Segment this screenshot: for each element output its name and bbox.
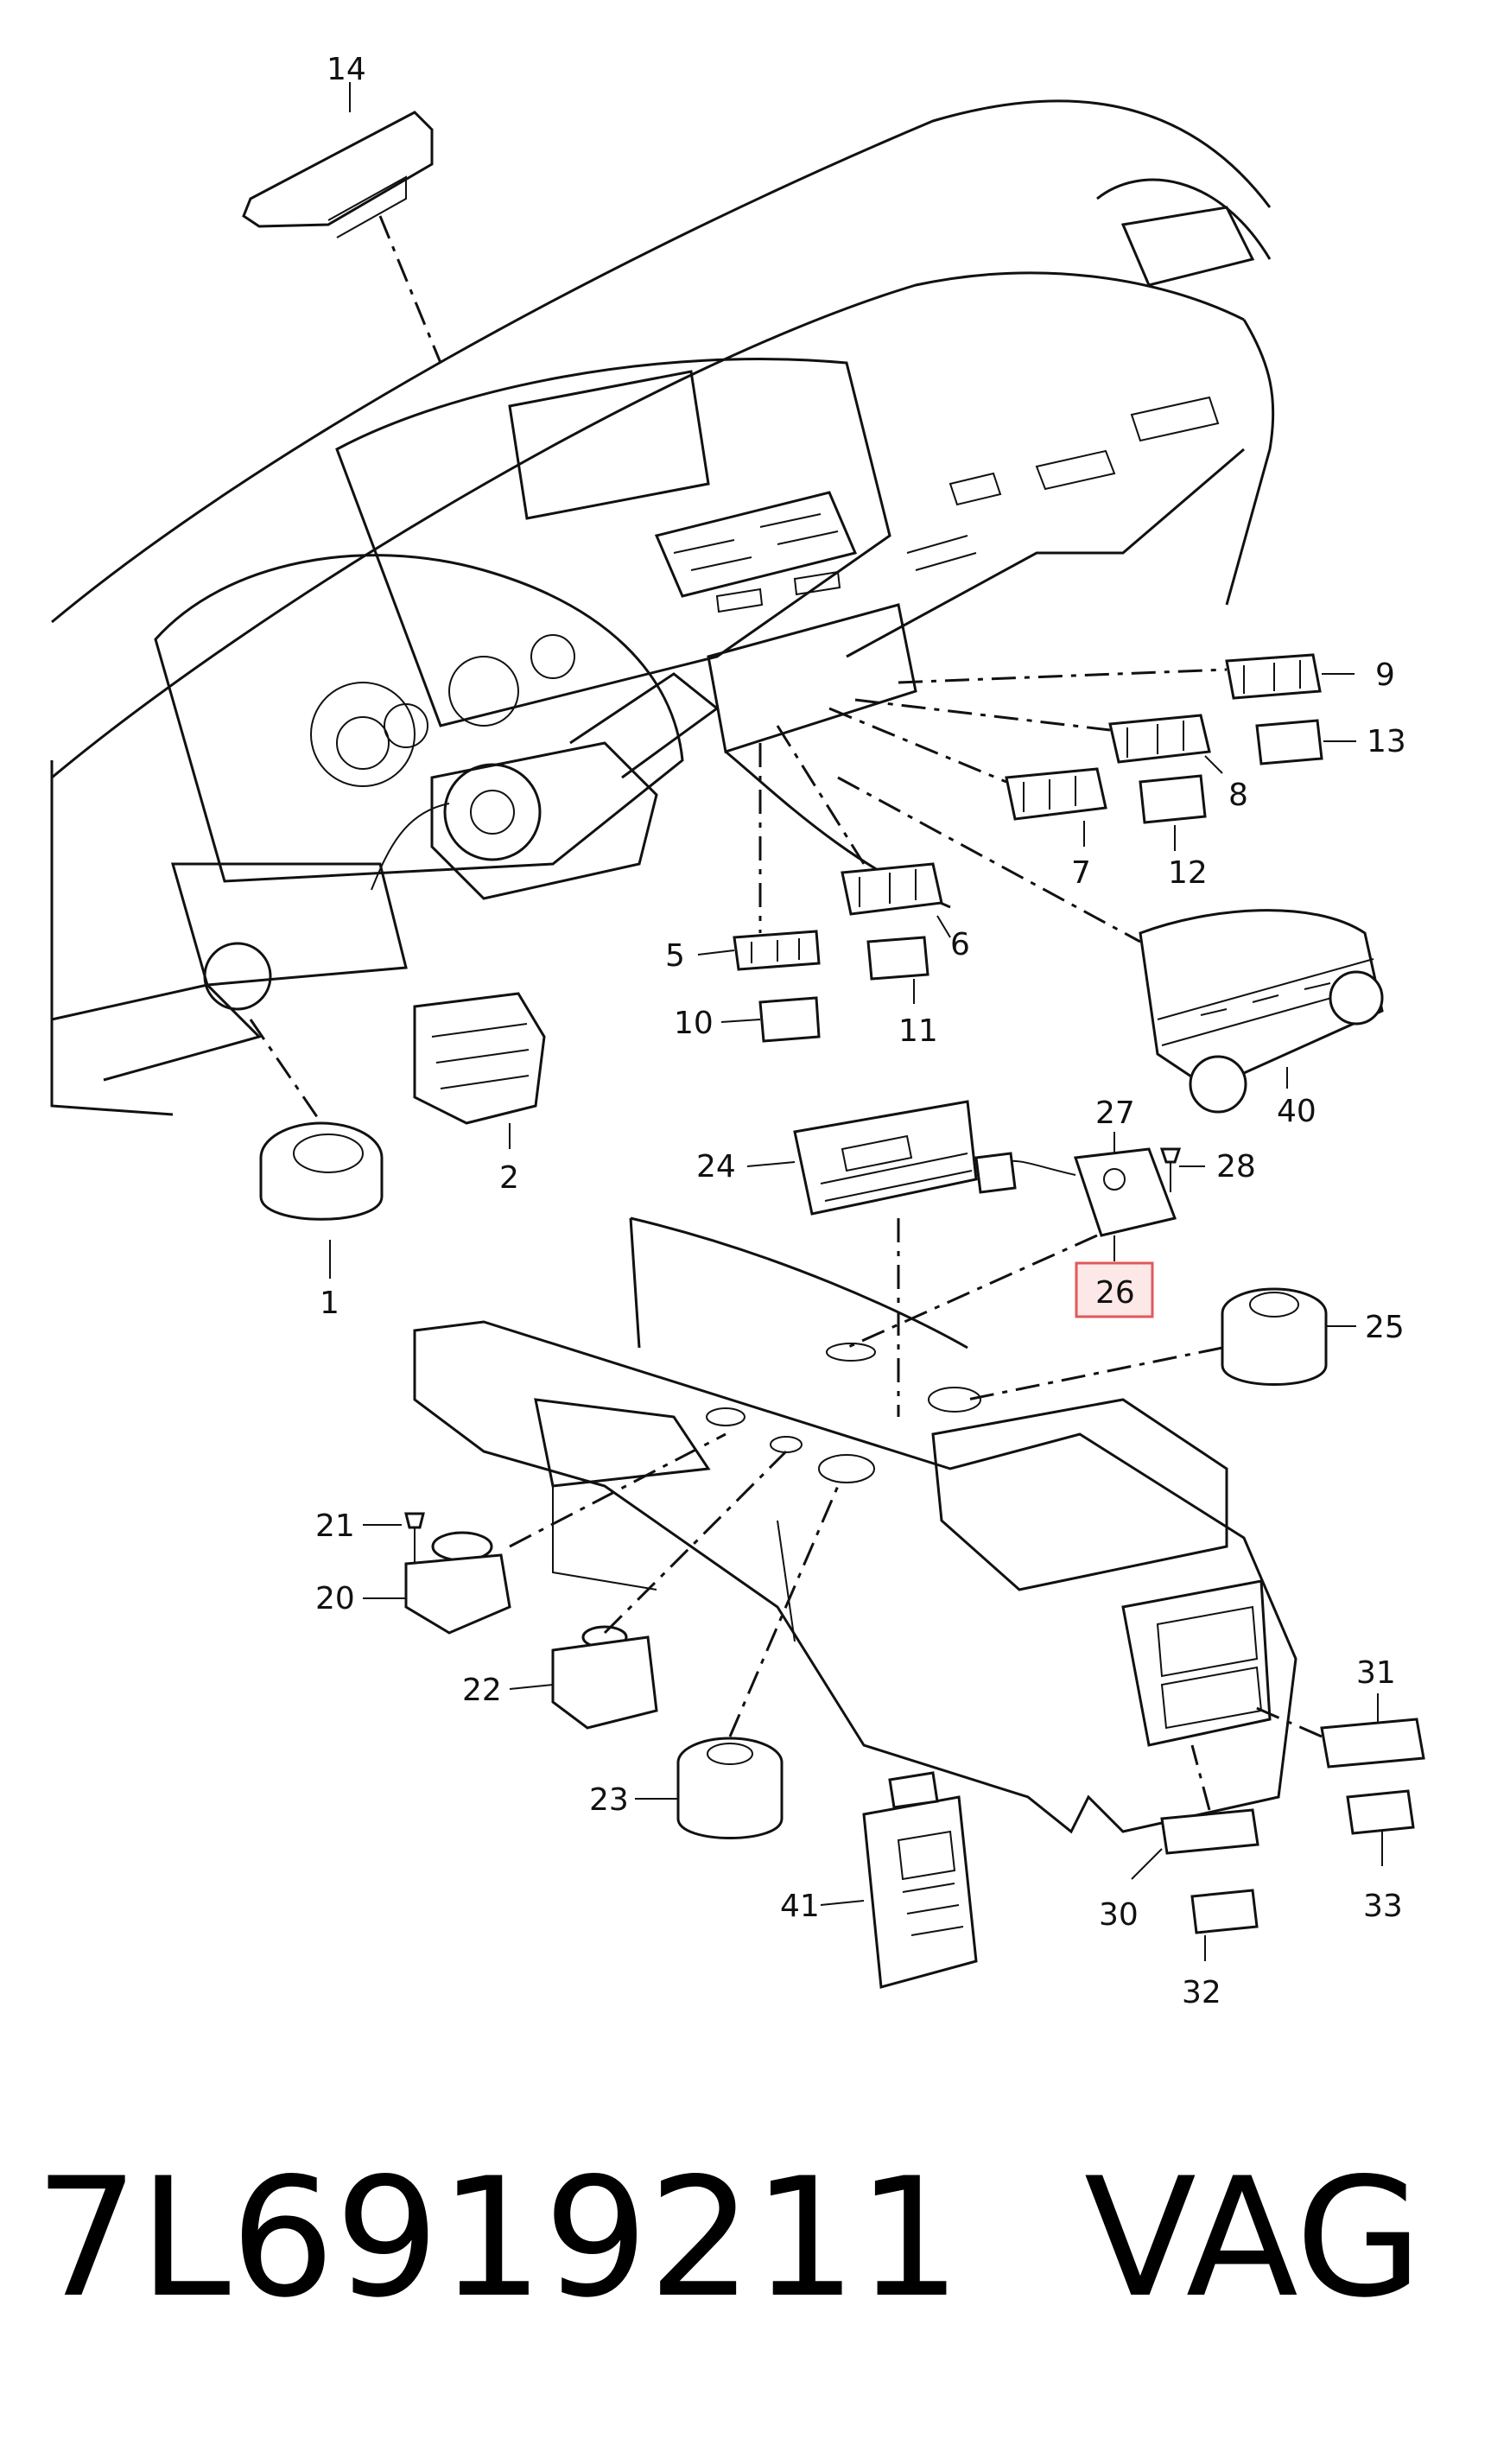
callout-leaders	[329, 82, 1383, 1961]
callout-13: 13	[1367, 724, 1406, 759]
part-6-switch	[841, 862, 943, 916]
part-10-switch	[758, 996, 821, 1043]
part-40-climate-control	[1139, 909, 1384, 1114]
part-41-control-unit	[862, 1771, 978, 1989]
part-5-switch	[733, 930, 821, 971]
part-14-trim-strip	[242, 111, 434, 238]
callout-25: 25	[1365, 1310, 1405, 1345]
part-33-switch	[1346, 1789, 1415, 1835]
part-30-switch	[1160, 1808, 1259, 1855]
brand-label: VAG	[1084, 2143, 1423, 2334]
callout-labels: 14 1 2 5 6 7 8 9 10 11 12 13 40 24 27 28…	[315, 52, 1406, 2010]
part-25-rotary-switch	[1221, 1287, 1328, 1386]
part-21-screw	[404, 1512, 425, 1564]
callout-1: 1	[320, 1286, 339, 1321]
callout-9: 9	[1375, 657, 1395, 693]
footer: 7L6919211 VAG	[35, 2143, 1486, 2367]
callout-32: 32	[1182, 1975, 1221, 2010]
callout-21: 21	[315, 1508, 355, 1544]
part-31-switch	[1320, 1718, 1425, 1769]
part-9-switch	[1225, 653, 1322, 700]
callout-22: 22	[462, 1673, 502, 1708]
part-32-switch	[1190, 1889, 1259, 1934]
part-12-switch	[1139, 774, 1207, 824]
dashboard-illustration	[50, 99, 1275, 1116]
callout-14: 14	[327, 52, 366, 87]
part-13-switch	[1255, 719, 1323, 765]
callout-5: 5	[665, 938, 685, 974]
callout-40: 40	[1277, 1094, 1316, 1129]
part-number: 7L6919211	[35, 2143, 961, 2334]
part-22-rotary-switch	[551, 1625, 658, 1730]
callout-33: 33	[1363, 1889, 1403, 1924]
dashed-leader-lines	[249, 215, 1323, 1811]
callout-31: 31	[1356, 1655, 1396, 1691]
callout-26: 26	[1095, 1275, 1135, 1311]
callout-10: 10	[674, 1006, 714, 1041]
highlight-box-26	[1075, 1261, 1154, 1318]
callout-27: 27	[1095, 1095, 1135, 1131]
part-8-switch	[1108, 714, 1211, 764]
callout-20: 20	[315, 1581, 355, 1616]
callout-8: 8	[1228, 778, 1248, 813]
callout-24: 24	[696, 1149, 736, 1184]
part-24-switch-panel	[793, 1100, 978, 1216]
part-28-screw	[1159, 1147, 1182, 1192]
callout-23: 23	[589, 1782, 629, 1818]
part-11-switch	[866, 936, 929, 981]
callout-7: 7	[1071, 855, 1091, 891]
part-2-switch-module	[413, 992, 546, 1125]
callout-28: 28	[1216, 1149, 1256, 1184]
callout-2: 2	[499, 1160, 519, 1196]
callout-41: 41	[780, 1889, 820, 1924]
callout-6: 6	[950, 927, 970, 962]
part-20-rotary-knob-module	[404, 1531, 511, 1635]
callout-11: 11	[898, 1013, 938, 1049]
part-23-rotary-switch	[676, 1737, 784, 1839]
part-7-switch	[1005, 767, 1107, 821]
part-26-sensor	[974, 1147, 1177, 1237]
part-1-light-switch	[259, 1121, 384, 1221]
center-console-illustration	[413, 1216, 1297, 1834]
callout-30: 30	[1099, 1897, 1139, 1933]
callout-12: 12	[1168, 855, 1208, 891]
